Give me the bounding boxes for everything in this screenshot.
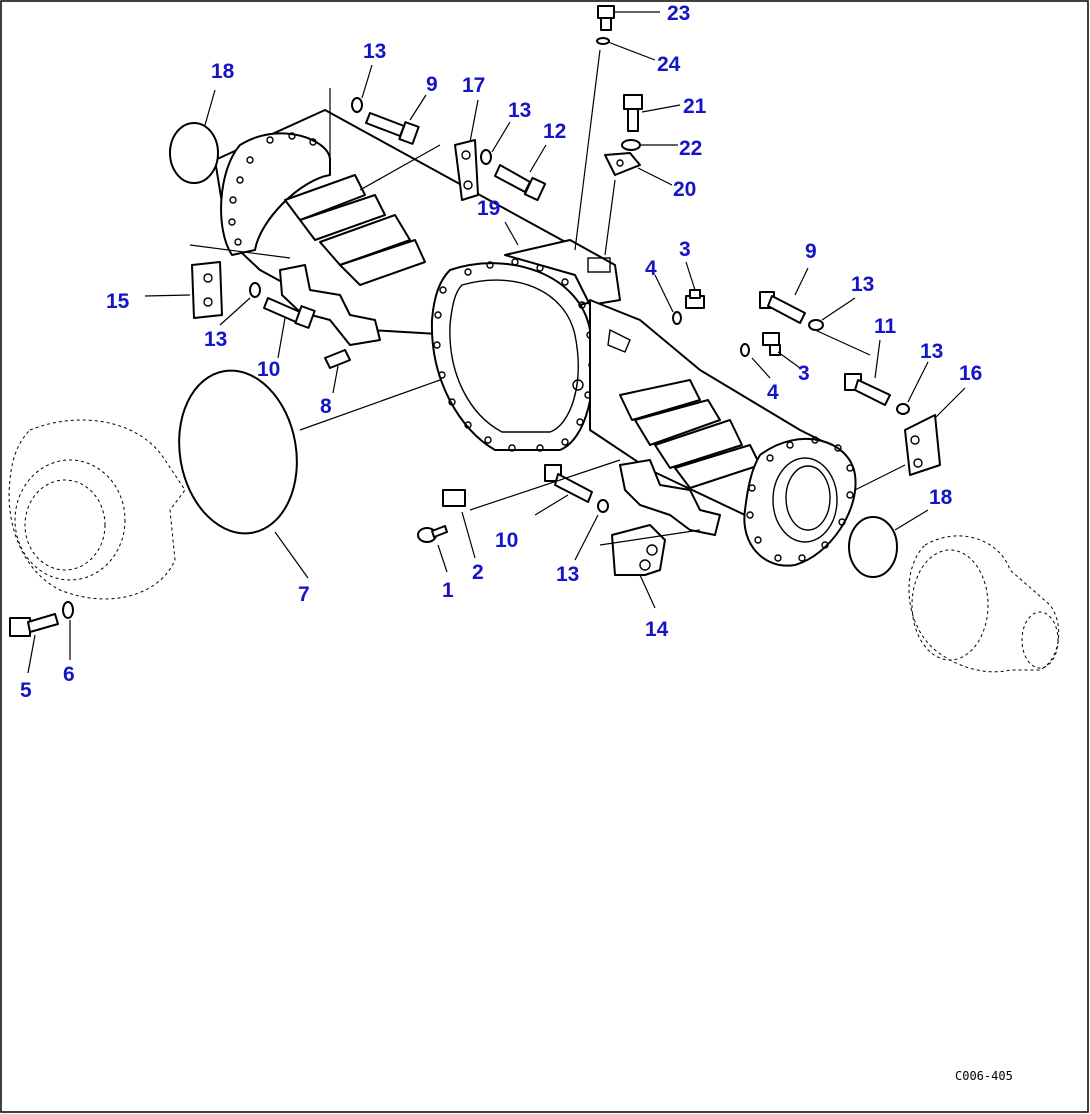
o-ring-18-left <box>169 122 219 184</box>
callout-18-right: 18 <box>929 486 953 509</box>
callout-5: 5 <box>20 679 32 702</box>
callout-13-e: 13 <box>920 340 943 363</box>
wheel-hub <box>908 535 1060 673</box>
bolt-23 <box>597 5 615 31</box>
washer-13-e <box>896 403 910 415</box>
drawing-code: C006-405 <box>955 1069 1013 1083</box>
rivet-1 <box>417 525 448 543</box>
washer-22 <box>621 139 641 151</box>
washer-13-c <box>808 319 824 331</box>
assembly-lines <box>189 49 906 546</box>
callout-24: 24 <box>657 53 681 76</box>
plug-3-a <box>685 289 705 309</box>
plug-3-b <box>762 332 781 356</box>
bracket-14 <box>611 524 666 576</box>
callout-6: 6 <box>63 663 75 686</box>
bolt-21 <box>623 94 643 132</box>
axle-housing <box>214 109 857 567</box>
o-ring-4-b <box>740 343 750 357</box>
o-ring-7 <box>178 369 298 535</box>
plate-2 <box>442 489 466 507</box>
callout-10-b: 10 <box>495 529 518 552</box>
callout-12: 12 <box>543 120 566 143</box>
callout-14: 14 <box>645 618 669 641</box>
callout-15: 15 <box>106 290 130 313</box>
o-ring-18-right <box>848 516 898 578</box>
washer-6 <box>62 601 74 619</box>
plate-20 <box>604 152 641 176</box>
bolt-9-right <box>759 291 806 324</box>
bolt-5 <box>9 613 59 637</box>
bolt-10-bottom <box>544 464 593 503</box>
callout-labels: 23 24 21 22 20 18 13 9 17 13 12 19 4 3 9… <box>20 2 982 702</box>
bolt-12 <box>494 164 547 202</box>
callout-13-a: 13 <box>363 40 386 63</box>
washer-13-d <box>249 282 261 298</box>
callout-4-b: 4 <box>767 381 779 404</box>
callout-21: 21 <box>683 95 707 118</box>
callout-10-a: 10 <box>257 358 280 381</box>
callout-22: 22 <box>679 137 702 160</box>
callout-19: 19 <box>477 197 500 220</box>
callout-1: 1 <box>442 579 454 602</box>
differential-housing <box>8 419 186 600</box>
left-flange-holes <box>228 132 317 246</box>
callout-3-b: 3 <box>798 362 810 385</box>
callout-13-f: 13 <box>556 563 579 586</box>
washer-13-b <box>480 149 492 165</box>
callout-leaders <box>27 11 966 674</box>
callout-4-a: 4 <box>645 257 657 280</box>
pin-8 <box>324 349 351 369</box>
callout-13-c: 13 <box>851 273 874 296</box>
callout-7: 7 <box>298 583 310 606</box>
callout-20: 20 <box>673 178 696 201</box>
callout-16: 16 <box>959 362 982 385</box>
o-ring-4-a <box>672 311 682 325</box>
bracket-17 <box>454 139 479 201</box>
bolt-11 <box>844 373 891 406</box>
callout-2: 2 <box>472 561 484 584</box>
o-ring-24 <box>596 37 610 45</box>
bolt-9-left <box>365 112 420 145</box>
callout-13-d: 13 <box>204 328 227 351</box>
washer-13-a <box>351 97 363 113</box>
callout-9-a: 9 <box>426 73 438 96</box>
right-flange-holes <box>746 436 854 562</box>
callout-11: 11 <box>874 315 897 338</box>
callout-17: 17 <box>462 74 485 97</box>
bracket-15 <box>191 261 223 319</box>
callout-3-a: 3 <box>679 238 691 261</box>
callout-23: 23 <box>667 2 690 25</box>
callout-8: 8 <box>320 395 332 418</box>
bracket-16 <box>904 414 941 476</box>
washer-13-f <box>597 499 609 513</box>
callout-18-top: 18 <box>211 60 235 83</box>
callout-9-b: 9 <box>805 240 817 263</box>
callout-13-b: 13 <box>508 99 531 122</box>
bolt-10-left <box>263 297 316 329</box>
